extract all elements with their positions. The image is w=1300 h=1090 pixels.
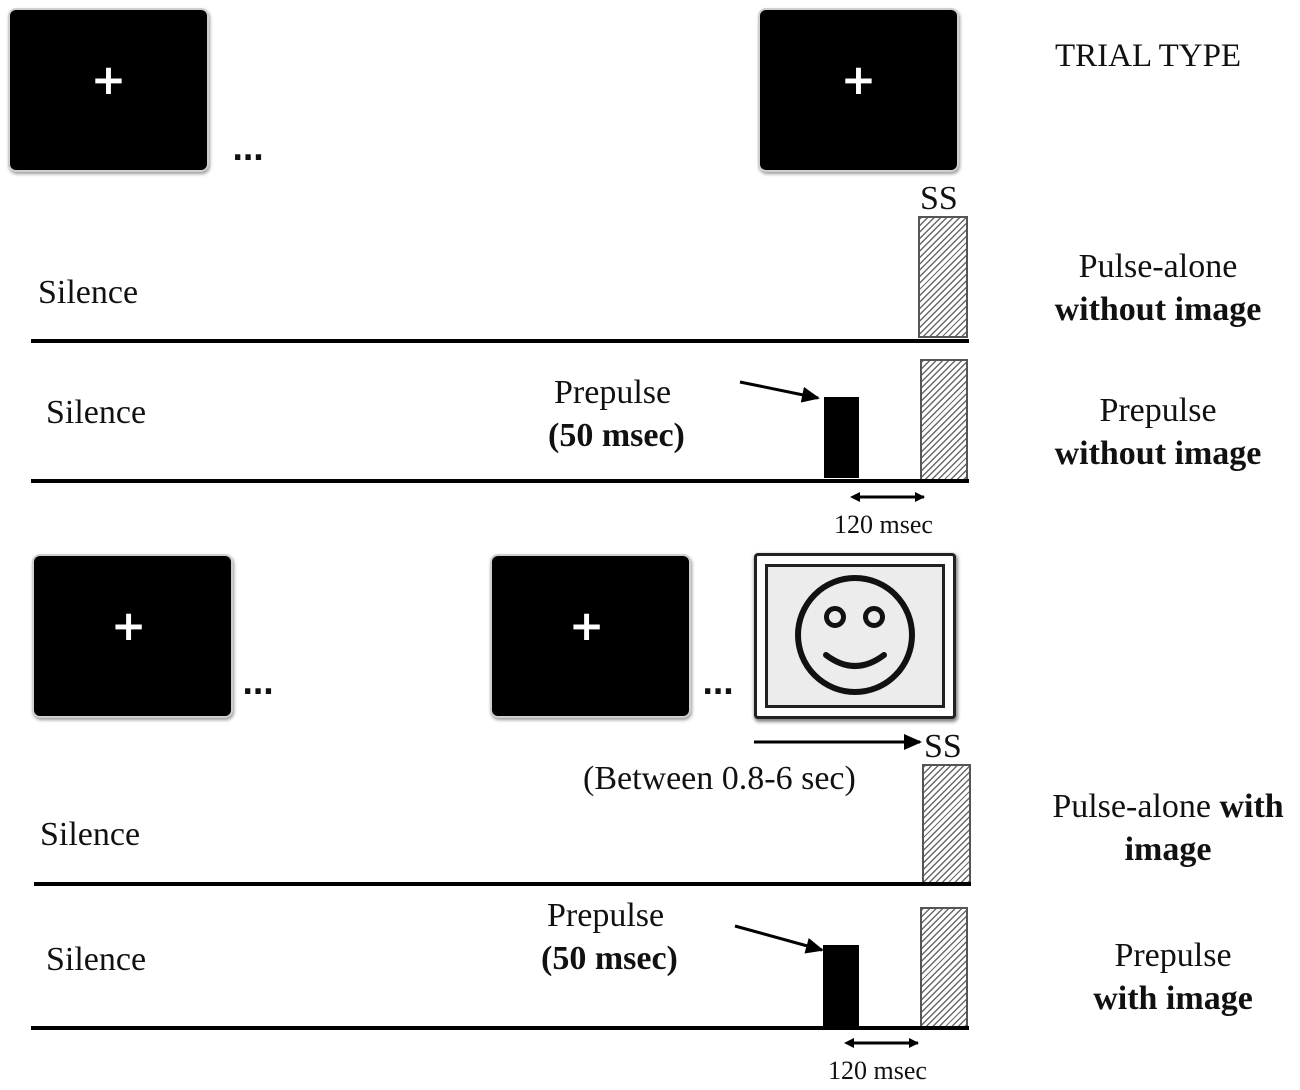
fixation-cross: +	[110, 601, 147, 651]
fixation-screen-start-bottom: +	[34, 556, 231, 716]
trial-type-line-2: without image	[1054, 435, 1262, 472]
ellipsis-top: ...	[232, 133, 264, 168]
silence-label-row-2: Silence	[46, 394, 147, 431]
trial-type-line-1-bold: with	[1219, 788, 1284, 825]
ellipsis-bottom-2: ...	[702, 667, 734, 702]
silence-label-row-1: Silence	[38, 274, 139, 311]
trial-type-title: TRIAL TYPE	[1055, 38, 1242, 74]
interval-label-row-4: 120 msec	[828, 1056, 927, 1085]
startle-pulse-row-2	[920, 359, 968, 481]
trial-type-line-2: with image	[1093, 980, 1253, 1017]
prepulse-bar-row-2	[824, 397, 859, 478]
startle-pulse-row-3	[922, 764, 971, 886]
silence-label-row-3: Silence	[40, 816, 141, 853]
onset-range-label: (Between 0.8-6 sec)	[583, 760, 856, 797]
image-screen	[754, 553, 956, 719]
prepulse-label-row-4: Prepulse	[547, 897, 665, 934]
fixation-cross: +	[840, 55, 877, 105]
trial-type-line-1: Prepulse	[1114, 937, 1232, 974]
silence-label-row-4: Silence	[46, 941, 147, 978]
trial-type-label-row-2: Prepulse without image	[1040, 389, 1276, 475]
fixation-cross: +	[568, 601, 605, 651]
smiley-face-icon	[795, 575, 915, 695]
prepulse-label-row-2: Prepulse	[554, 374, 672, 411]
fixation-screen-start-top: +	[10, 10, 207, 170]
baseline-row-4	[31, 1026, 969, 1030]
prepulse-duration-row-2: (50 msec)	[548, 417, 685, 454]
baseline-row-3	[34, 882, 971, 886]
prepulse-pointer-arrow-row-2	[739, 380, 820, 403]
interval-label-row-2: 120 msec	[834, 510, 933, 539]
startle-pulse-row-1	[918, 216, 968, 338]
trial-type-line-2: without image	[1054, 291, 1262, 328]
baseline-row-2	[31, 479, 969, 483]
prepulse-bar-row-4	[823, 945, 859, 1026]
trial-type-line-1: Pulse-alone	[1078, 248, 1238, 285]
trial-type-line-1-regular: Pulse-alone	[1052, 788, 1220, 825]
fixation-screen-middle-bottom: +	[492, 556, 689, 716]
startle-pulse-row-4	[920, 907, 968, 1029]
prepulse-pointer-arrow-row-4	[734, 924, 824, 954]
startle-stimulus-label-top: SS	[920, 180, 958, 217]
trial-type-label-row-3: Pulse-alone with image	[1040, 785, 1296, 871]
baseline-row-1	[31, 339, 969, 343]
prepulse-duration-row-4: (50 msec)	[541, 940, 678, 977]
ellipsis-bottom-1: ...	[242, 667, 274, 702]
trial-type-label-row-1: Pulse-alone without image	[1040, 245, 1276, 331]
trial-type-line-1: Pulse-alone with	[1040, 785, 1296, 828]
fixation-cross: +	[90, 55, 127, 105]
trial-type-label-row-4: Prepulse with image	[1055, 934, 1291, 1020]
image-frame-inner	[765, 564, 945, 708]
trial-type-line-1: Prepulse	[1099, 392, 1217, 429]
fixation-screen-end-top: +	[760, 10, 957, 170]
trial-type-line-2: image	[1124, 831, 1212, 868]
startle-stimulus-label-bottom: SS	[924, 728, 962, 765]
